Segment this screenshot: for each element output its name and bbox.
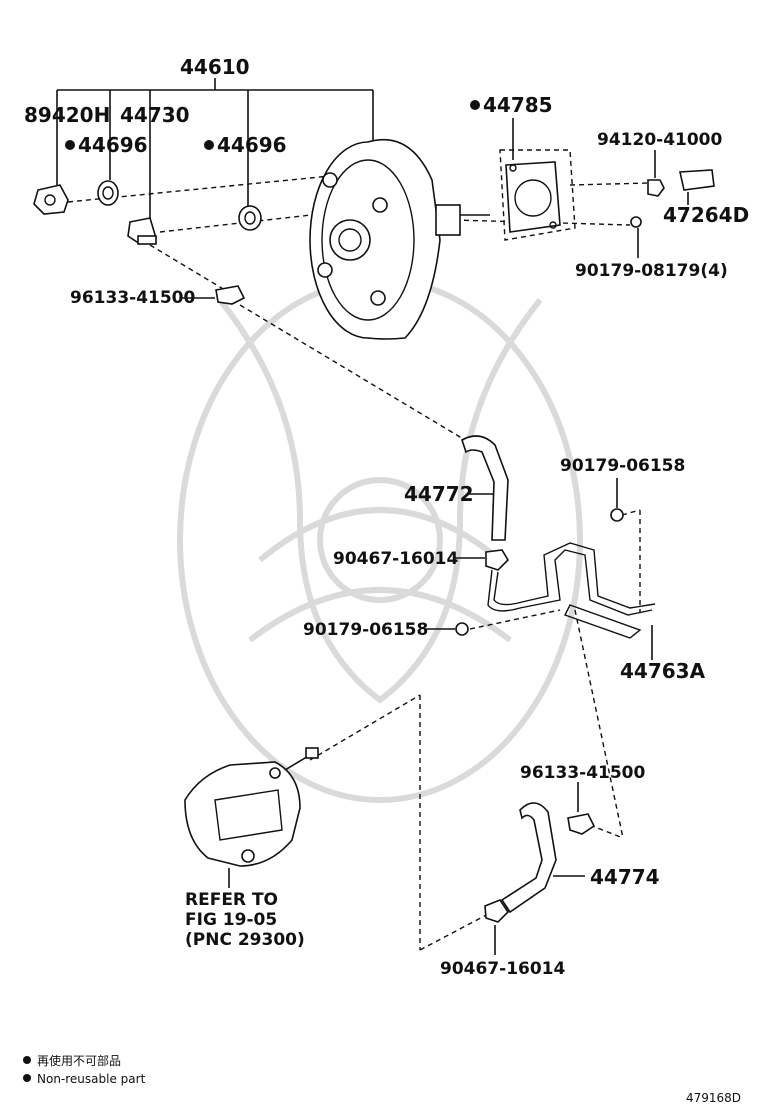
legend-en: Non-reusable part xyxy=(37,1072,146,1086)
legend-zh: 再使用不可部品 xyxy=(37,1053,121,1068)
label-44763A: 44763A xyxy=(620,659,706,683)
nonreusable-dot-44696b xyxy=(204,140,214,150)
grommet-44696-right xyxy=(238,205,262,231)
label-94120-41000: 94120-41000 xyxy=(597,130,723,150)
label-90179-06158-top: 90179-06158 xyxy=(560,456,685,476)
label-90179-08179: 90179-08179(4) xyxy=(575,261,728,281)
refer-line-3: (PNC 29300) xyxy=(185,930,305,950)
vacuum-pipe-44763A xyxy=(487,542,656,639)
refer-line-2: FIG 19-05 xyxy=(185,910,277,930)
clip-96133-top xyxy=(215,285,246,305)
label-96133-41500-bottom: 96133-41500 xyxy=(520,763,646,783)
label-90179-06158-left: 90179-06158 xyxy=(303,620,428,640)
legend-dot-zh xyxy=(23,1056,31,1064)
label-89420H: 89420H xyxy=(24,103,110,127)
check-valve-89420H xyxy=(33,184,69,215)
grommet-44696-left xyxy=(97,180,119,206)
nut-90179-06158-left xyxy=(455,622,469,636)
label-44696-left: 44696 xyxy=(78,133,148,157)
label-96133-41500-top: 96133-41500 xyxy=(70,288,196,308)
booster-gasket xyxy=(505,161,561,233)
leader-lines xyxy=(56,78,689,955)
label-44696-right: 44696 xyxy=(217,133,287,157)
label-44772: 44772 xyxy=(404,482,474,506)
label-44774: 44774 xyxy=(590,865,660,889)
callout-labels: 44610 89420H 44730 44696 44696 44785 941… xyxy=(24,55,749,979)
label-44610: 44610 xyxy=(180,55,250,79)
clip-96133-bottom xyxy=(567,813,596,835)
nonreusable-dot-44785 xyxy=(470,100,480,110)
nut-90179-06158-top xyxy=(610,508,624,522)
brake-booster xyxy=(309,138,490,340)
label-44785: 44785 xyxy=(483,93,553,117)
label-47264D: 47264D xyxy=(663,203,749,227)
clamp-90467-top xyxy=(485,549,510,571)
nonreusable-dot-44696a xyxy=(65,140,75,150)
bracket-47264D xyxy=(679,169,715,191)
nut-94120 xyxy=(647,179,665,197)
union-44730 xyxy=(127,217,157,245)
legend: 再使用不可部品 Non-reusable part xyxy=(23,1053,146,1086)
label-90467-16014-top: 90467-16014 xyxy=(333,549,459,569)
hose-44772 xyxy=(461,435,509,541)
clamp-90467-bottom xyxy=(484,899,510,923)
watermark-emblem xyxy=(177,277,583,803)
hose-44774 xyxy=(500,802,557,914)
label-90467-16014-bottom: 90467-16014 xyxy=(440,959,566,979)
legend-dot-en xyxy=(23,1074,31,1082)
label-44730: 44730 xyxy=(120,103,190,127)
refer-line-1: REFER TO xyxy=(185,890,278,910)
vacuum-pump xyxy=(184,747,319,867)
nut-90179-08179 xyxy=(630,216,642,228)
figure-id: 479168D xyxy=(686,1091,741,1105)
